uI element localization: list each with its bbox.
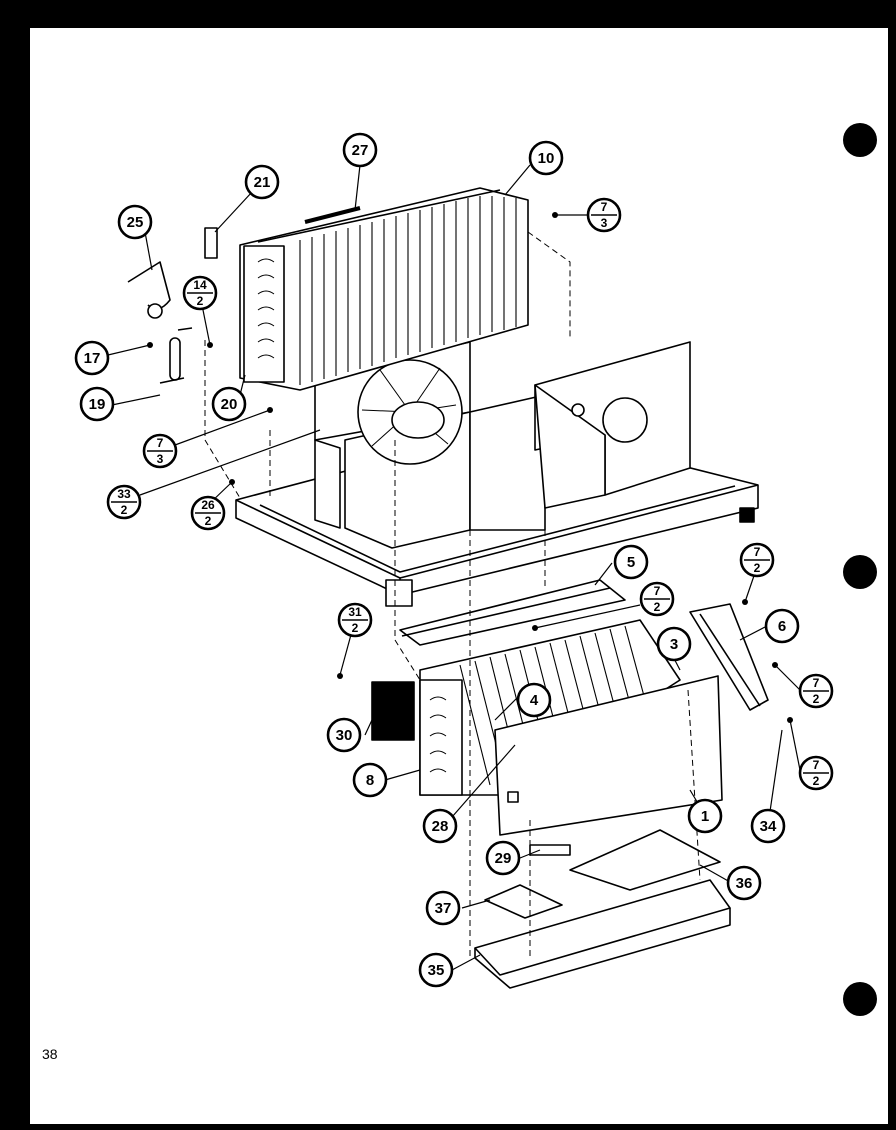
svg-text:2: 2	[754, 561, 761, 575]
callout-30: 30	[326, 717, 362, 753]
svg-text:3: 3	[670, 636, 678, 653]
callout-7-2-c: 72	[798, 673, 834, 709]
svg-text:2: 2	[197, 294, 204, 308]
condenser-coil	[239, 187, 529, 391]
svg-text:3: 3	[157, 452, 164, 466]
callout-6: 6	[764, 608, 800, 644]
svg-text:7: 7	[601, 200, 608, 214]
callout-3: 3	[656, 626, 692, 662]
svg-text:8: 8	[366, 772, 374, 789]
callout-7-3-top: 73	[586, 197, 622, 233]
svg-text:29: 29	[495, 850, 512, 867]
air-filter	[371, 681, 415, 741]
side-panel	[689, 603, 769, 711]
svg-text:31: 31	[348, 605, 362, 619]
callout-5: 5	[613, 544, 649, 580]
callout-29: 29	[485, 840, 521, 876]
svg-text:33: 33	[117, 487, 131, 501]
callout-35: 35	[418, 952, 454, 988]
callout-33-2: 332	[106, 484, 142, 520]
callout-28: 28	[422, 808, 458, 844]
svg-text:21: 21	[254, 174, 271, 191]
alignment-lines	[204, 231, 701, 960]
svg-text:27: 27	[352, 142, 369, 159]
svg-text:7: 7	[654, 584, 661, 598]
svg-text:17: 17	[84, 350, 101, 367]
callout-7-2-b: 72	[639, 581, 675, 617]
callout-25: 25	[117, 204, 153, 240]
svg-text:4: 4	[530, 692, 539, 709]
svg-text:2: 2	[352, 621, 359, 635]
svg-text:6: 6	[778, 618, 786, 635]
callout-26-2: 262	[190, 495, 226, 531]
front-panel	[494, 675, 723, 836]
parts-diagram-page: 27 10 21 25 17 19 20 5 6 3 4 30 8 28 1 3…	[30, 28, 888, 1124]
callout-10: 10	[528, 140, 564, 176]
svg-text:2: 2	[813, 692, 820, 706]
partition-panel	[534, 341, 691, 509]
callout-1: 1	[687, 798, 723, 834]
callout-8: 8	[352, 762, 388, 798]
svg-text:25: 25	[127, 214, 144, 231]
binder-hole-middle	[843, 555, 877, 589]
callout-36: 36	[726, 865, 762, 901]
evaporator-coil	[419, 619, 681, 796]
svg-text:3: 3	[601, 216, 608, 230]
callout-14-2: 142	[182, 275, 218, 311]
svg-text:7: 7	[157, 436, 164, 450]
svg-text:7: 7	[813, 676, 820, 690]
callout-34: 34	[750, 808, 786, 844]
callout-17: 17	[74, 340, 110, 376]
svg-text:2: 2	[205, 514, 212, 528]
fastener-dots	[147, 212, 793, 723]
svg-text:5: 5	[627, 554, 635, 571]
exploded-parts-diagram: 27 10 21 25 17 19 20 5 6 3 4 30 8 28 1 3…	[74, 132, 834, 989]
svg-text:14: 14	[193, 278, 207, 292]
svg-text:2: 2	[813, 774, 820, 788]
svg-text:20: 20	[221, 396, 238, 413]
binder-hole-top	[843, 123, 877, 157]
bracket-parts	[127, 227, 218, 384]
svg-text:28: 28	[432, 818, 449, 835]
callout-21: 21	[244, 164, 280, 200]
callout-7-3-left: 73	[142, 433, 178, 469]
callout-7-2-a: 72	[739, 542, 775, 578]
svg-text:37: 37	[435, 900, 452, 917]
svg-text:36: 36	[736, 875, 753, 892]
callout-27: 27	[342, 132, 378, 168]
svg-text:2: 2	[654, 600, 661, 614]
top-bracket	[399, 579, 626, 646]
binder-hole-bottom	[843, 982, 877, 1016]
fan-shroud	[314, 341, 546, 549]
svg-text:34: 34	[760, 818, 777, 835]
svg-text:7: 7	[813, 758, 820, 772]
drain-pan	[474, 829, 731, 989]
callout-31-2: 312	[337, 602, 373, 638]
callout-7-2-d: 72	[798, 755, 834, 791]
callout-20: 20	[211, 386, 247, 422]
svg-text:35: 35	[428, 962, 445, 979]
svg-text:10: 10	[538, 150, 555, 167]
callout-4: 4	[516, 682, 552, 718]
svg-text:1: 1	[701, 808, 709, 825]
svg-text:30: 30	[336, 727, 353, 744]
callout-19: 19	[79, 386, 115, 422]
svg-text:19: 19	[89, 396, 106, 413]
svg-text:2: 2	[121, 503, 128, 517]
page-number: 38	[42, 1046, 58, 1062]
svg-text:26: 26	[201, 498, 215, 512]
callout-37: 37	[425, 890, 461, 926]
svg-text:7: 7	[754, 545, 761, 559]
